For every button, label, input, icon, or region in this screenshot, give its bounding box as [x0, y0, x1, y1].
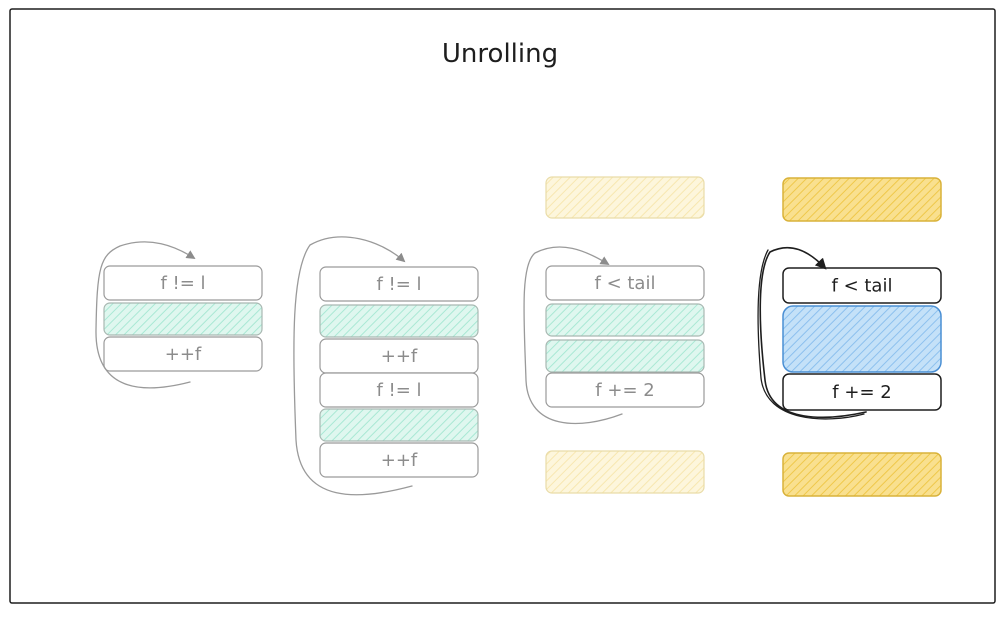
code-block: [782, 373, 942, 411]
code-block: [103, 336, 263, 372]
code-block: [319, 266, 479, 302]
code-block: [319, 372, 479, 408]
loop-body-block: [782, 305, 942, 373]
loop-body-block: [319, 408, 479, 442]
prologue-block: [782, 177, 942, 222]
loop-arrow: [95, 241, 196, 389]
code-label: ++f: [381, 346, 418, 367]
code-label: ++f: [381, 450, 418, 471]
code-block: [545, 265, 705, 301]
code-block: [319, 442, 479, 478]
code-label: ++f: [165, 344, 202, 365]
code-label: f != l: [376, 274, 421, 295]
code-label: f < tail: [832, 276, 893, 297]
code-block: [103, 265, 263, 301]
loop-arrow: [523, 246, 623, 425]
diagram-loop-unrolled: f != l ++f f != l ++f: [293, 236, 479, 496]
code-block: [782, 267, 942, 304]
loop-body-block: [545, 339, 705, 373]
code-label: f < tail: [595, 273, 656, 294]
code-label: f != l: [376, 380, 421, 401]
code-label: f += 2: [832, 382, 891, 403]
code-block: [545, 372, 705, 408]
epilogue-block: [545, 450, 705, 494]
loop-arrow: [759, 246, 867, 419]
diagram-loop-basic: f != l ++f: [95, 241, 263, 389]
code-label: f != l: [160, 273, 205, 294]
frame-border: [9, 8, 996, 604]
code-label: f += 2: [595, 380, 654, 401]
diagram-title: Unrolling: [442, 39, 558, 69]
loop-arrow-sketch-stroke: [757, 249, 865, 420]
loop-body-block: [103, 302, 263, 336]
diagram-loop-tail-highlight: f < tail f += 2: [757, 177, 942, 497]
loop-arrow: [293, 236, 413, 496]
diagram-loop-tail-faded: f < tail f += 2: [523, 176, 705, 494]
loop-body-block: [319, 304, 479, 338]
prologue-block: [545, 176, 705, 219]
loop-body-block: [545, 303, 705, 337]
epilogue-block: [782, 452, 942, 497]
